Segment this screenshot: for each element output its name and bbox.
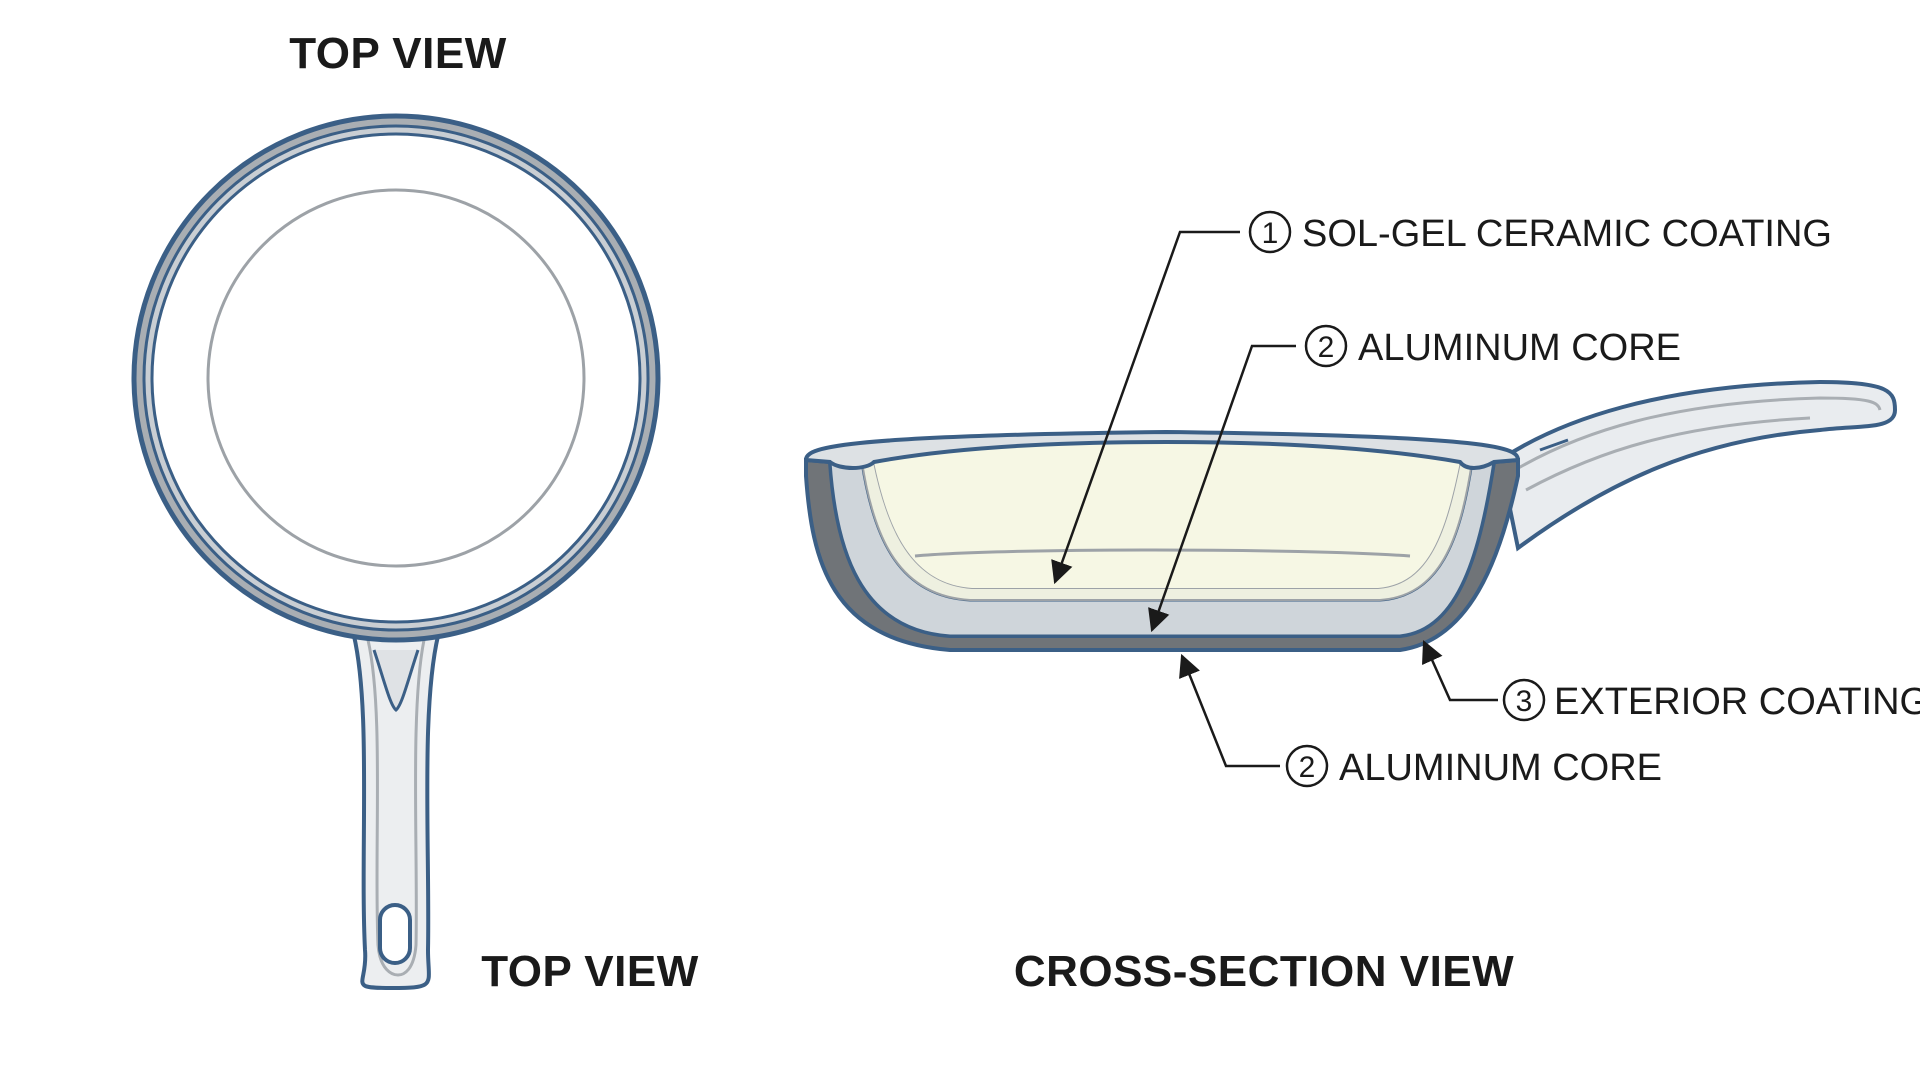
pan-interior xyxy=(874,440,1460,588)
leader-sol-gel-coating xyxy=(1051,230,1240,585)
callout-markers: 1 2 3 2 xyxy=(1248,210,1546,788)
callout-3-marker: 3 xyxy=(1502,678,1546,722)
callout-2-number: 2 xyxy=(1318,331,1335,364)
leader-exterior-coating xyxy=(1422,639,1498,702)
callout-1-number: 1 xyxy=(1262,217,1279,250)
pan-rim xyxy=(803,429,1521,470)
callout-label-aluminum-core-lower: ALUMINUM CORE xyxy=(1339,747,1662,789)
heading-top-view-upper: TOP VIEW xyxy=(289,29,507,78)
callout-label-exterior-coating: EXTERIOR COATING xyxy=(1554,681,1920,723)
callout-3-number: 3 xyxy=(1516,685,1533,718)
top-view-pan xyxy=(131,113,661,991)
heading-top-view-lower: TOP VIEW xyxy=(481,947,699,996)
cross-section-pan xyxy=(803,379,1898,652)
callout-label-aluminum-core-upper: ALUMINUM CORE xyxy=(1358,327,1681,369)
leader-lines xyxy=(1051,230,1498,768)
leader-aluminum-core-lower xyxy=(1179,653,1280,768)
callout-1-marker: 1 xyxy=(1248,210,1292,254)
top-view-cooking-surface xyxy=(206,188,586,568)
hanging-hole-icon xyxy=(378,903,412,965)
heading-cross-section-view: CROSS-SECTION VIEW xyxy=(1014,947,1514,996)
callout-label-sol-gel-coating: SOL-GEL CERAMIC COATING xyxy=(1302,213,1832,255)
callout-4-number: 2 xyxy=(1299,751,1316,784)
callout-2-marker: 2 xyxy=(1304,324,1348,368)
cross-section-handle xyxy=(1497,379,1898,552)
leader-aluminum-core-upper xyxy=(1148,344,1296,633)
top-view-handle xyxy=(349,626,443,991)
callout-4-marker: 2 xyxy=(1285,744,1329,788)
